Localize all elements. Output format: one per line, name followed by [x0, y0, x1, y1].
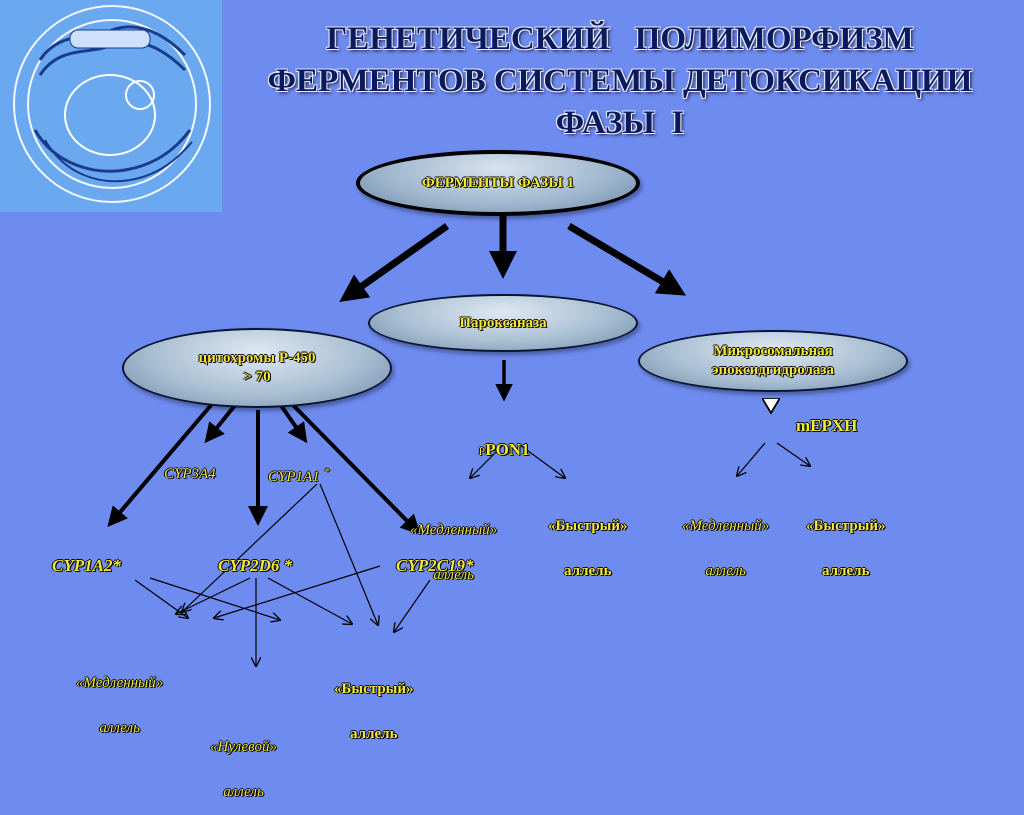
mephx-slow-line	[737, 442, 766, 476]
gene-mephx: mEPXH	[796, 416, 858, 435]
cyp1a1-slow-line	[182, 483, 318, 612]
gene-cyp2d6: CYP2D6 *	[218, 556, 293, 575]
arrow-to-cyp1a2	[107, 402, 214, 528]
allele-cyp-slow: «Медленный» аллель	[76, 646, 163, 751]
allele-mephx-fast-1: «Быстрый»	[806, 518, 886, 534]
allele-pon1-slow: «Медленный» аллель	[410, 493, 497, 598]
allele-mephx-fast-2: аллель	[822, 563, 870, 579]
node-cytochrome-label-1: цитохромы Р-450	[198, 350, 316, 366]
allele-pon1-slow-1: «Медленный»	[410, 522, 498, 538]
node-cytochrome-p450: цитохромы Р-450 > 70	[122, 328, 392, 408]
allele-mephx-fast: «Быстрый» аллель	[806, 489, 886, 594]
gene-cyp2c19: CYP2C19*	[396, 556, 474, 575]
allele-cyp-fast: «Быстрый» аллель	[334, 652, 414, 757]
node-phase1-label: ФЕРМЕНТЫ ФАЗЫ 1	[421, 174, 575, 191]
institute-logo	[0, 0, 222, 212]
title-line-2: ФЕРМЕНТОВ СИСТЕМЫ ДЕТОКСИКАЦИИ	[267, 63, 973, 99]
node-microsomal-epoxide-hydrolase: Микросомальная эпоксидгидролаза	[638, 330, 908, 392]
gene-pon1: РPON1	[470, 423, 530, 460]
pon1-fast-line	[519, 444, 565, 478]
node-cytochrome-label-2: > 70	[243, 369, 271, 385]
node-paraoxonase: Пароксаназа	[368, 294, 638, 352]
arrow-to-epoxide	[567, 222, 687, 296]
arrow-to-cyp2c19	[290, 402, 421, 535]
arrow-to-cyp1a1	[278, 402, 308, 444]
allele-mephx-slow-2: аллель	[705, 563, 746, 579]
allele-cyp-fast-1: «Быстрый»	[334, 681, 414, 697]
allele-cyp-null-1: «Нулевой»	[210, 739, 277, 755]
node-phase1-enzymes: ФЕРМЕНТЫ ФАЗЫ 1	[356, 150, 640, 216]
gene-cyp1a1-label: CYP1A1	[268, 469, 320, 485]
allele-pon1-slow-2: аллель	[433, 567, 474, 583]
allele-cyp-fast-2: аллель	[350, 726, 398, 742]
gene-pon1-prefix: Р	[478, 444, 486, 458]
cyp1a1-fast-line	[319, 483, 378, 625]
gene-pon1-label: PON1	[485, 440, 530, 459]
gene-cyp1a2: CYP1A2*	[52, 556, 121, 575]
cyp2c19-slow-line	[214, 565, 381, 618]
slide-title: ГЕНЕТИЧЕСКИЙ ПОЛИМОРФИЗМ ФЕРМЕНТОВ СИСТЕ…	[240, 18, 1000, 144]
node-paraoxonase-label: Пароксаназа	[459, 314, 547, 331]
allele-cyp-null: «Нулевой» аллель	[210, 710, 277, 815]
title-line-3: ФАЗЫ I	[555, 105, 685, 141]
title-line-1: ГЕНЕТИЧЕСКИЙ ПОЛИМОРФИЗМ	[326, 21, 914, 57]
allele-cyp-slow-1: «Медленный»	[76, 675, 164, 691]
cyp2d6-fast-line	[267, 577, 352, 624]
gene-cyp3a4: CYP3A4	[164, 466, 216, 482]
allele-mephx-slow: «Медленный» аллель	[682, 489, 769, 594]
arrow-to-cyp3a4	[204, 402, 238, 444]
allele-cyp-null-2: аллель	[223, 784, 264, 800]
gene-cyp1a1: CYP1A1*	[268, 466, 329, 486]
cyp2c19-fast-line	[394, 579, 431, 632]
allele-pon1-fast-2: аллель	[564, 563, 612, 579]
cyp2d6-slow-line	[176, 577, 251, 614]
pon1-slow-line	[470, 444, 504, 478]
arrow-to-cytochrome	[339, 223, 450, 303]
mephx-fast-line	[776, 442, 810, 466]
logo-emblem-icon	[13, 5, 211, 203]
allele-pon1-fast: «Быстрый» аллель	[548, 489, 628, 594]
allele-pon1-fast-1: «Быстрый»	[548, 518, 628, 534]
gene-cyp1a1-mark: *	[323, 466, 330, 478]
node-microsomal-label-1: Микросомальная	[713, 343, 833, 359]
node-microsomal-label-2: эпоксидгидролаза	[712, 362, 834, 378]
diagram-connectors	[107, 216, 1024, 768]
cyp1a2-fast-line	[149, 577, 280, 620]
allele-mephx-slow-1: «Медленный»	[682, 518, 770, 534]
allele-cyp-slow-2: аллель	[99, 720, 140, 736]
